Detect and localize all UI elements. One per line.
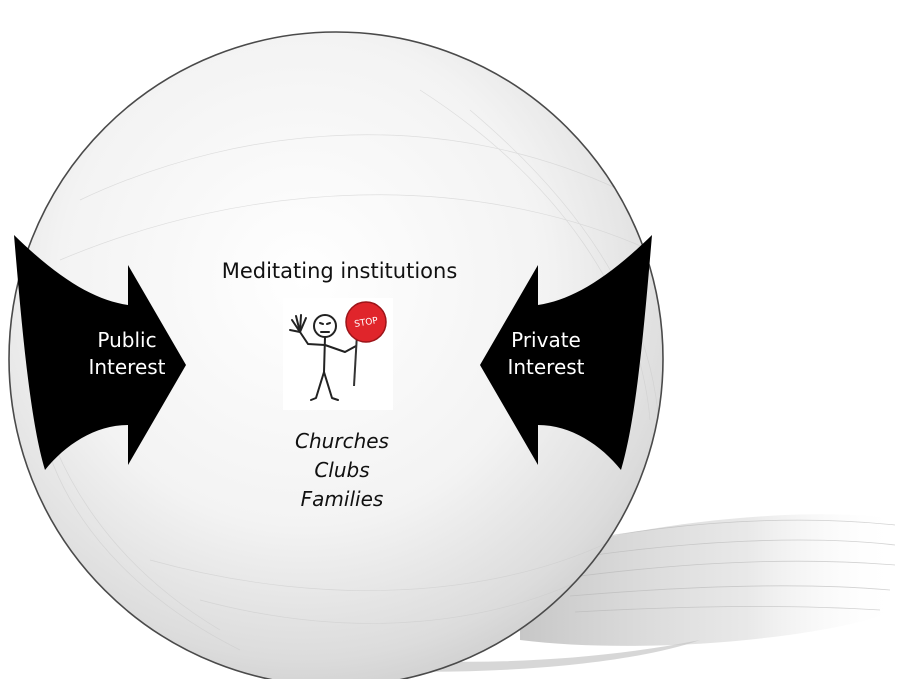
public-interest-line1: Public xyxy=(97,328,157,352)
private-interest-line2: Interest xyxy=(507,355,585,379)
example-families: Families xyxy=(300,487,384,511)
institution-examples: Churches Clubs Families xyxy=(262,427,422,514)
example-clubs: Clubs xyxy=(314,458,370,482)
private-interest-arrow xyxy=(480,235,652,470)
diagram-title: Meditating institutions xyxy=(221,259,458,283)
example-churches: Churches xyxy=(295,429,389,453)
private-interest-label: Private Interest xyxy=(487,327,605,381)
public-interest-line2: Interest xyxy=(88,355,166,379)
stick-figure-stop-icon: STOP xyxy=(283,298,393,410)
public-interest-label: Public Interest xyxy=(68,327,186,381)
stop-sign-text: STOP xyxy=(354,316,380,330)
public-interest-arrow xyxy=(14,235,186,470)
private-interest-line1: Private xyxy=(511,328,581,352)
